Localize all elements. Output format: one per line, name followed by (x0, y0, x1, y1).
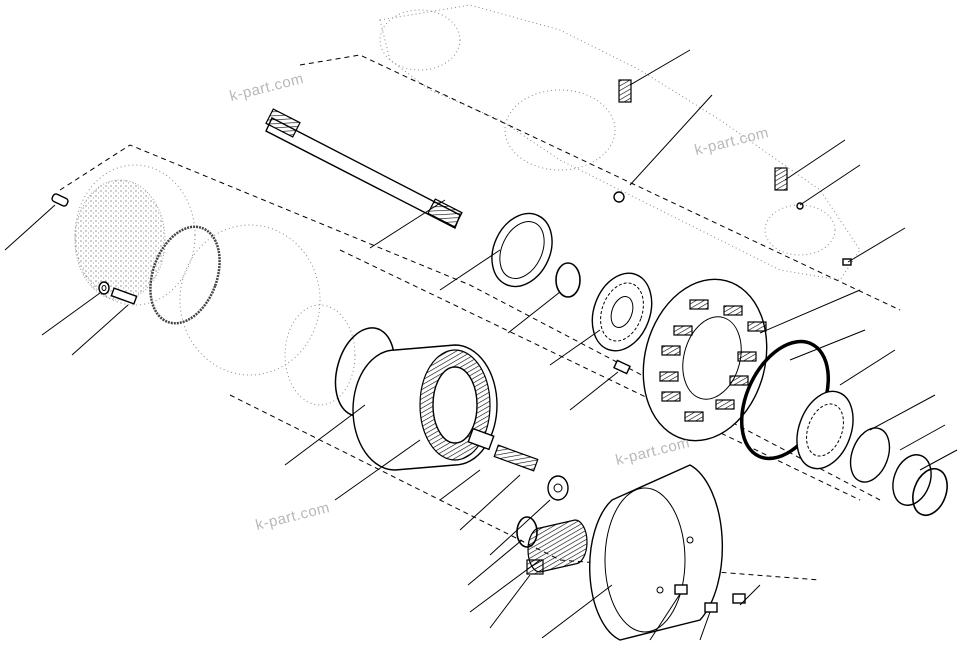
snap-ring (555, 262, 581, 298)
axle-housing-ghost (379, 4, 861, 281)
gear-housing-ghost (179, 224, 356, 406)
seal-ring (491, 212, 553, 288)
wheel-studs (659, 299, 767, 422)
planetary-carrier (74, 164, 196, 306)
bearing-inner (591, 272, 653, 352)
dowel-pin (51, 193, 69, 207)
bearing-outer (796, 390, 854, 470)
o-ring-left (149, 225, 221, 325)
ring-gear (352, 344, 498, 471)
cover-plugs (674, 584, 746, 613)
leader-lines (4, 49, 958, 641)
thrust-washer (547, 475, 569, 501)
bolt (110, 287, 138, 305)
centerlines (59, 54, 901, 581)
planet-gear (516, 516, 588, 575)
planet-housing-cover (589, 464, 724, 641)
planet-pin (467, 427, 539, 472)
washer (98, 281, 110, 295)
breather-fittings (613, 79, 852, 266)
wheel-hub (642, 278, 768, 442)
seal-stack (849, 427, 948, 517)
hub-screw (613, 359, 631, 375)
axle-shaft (265, 108, 463, 229)
